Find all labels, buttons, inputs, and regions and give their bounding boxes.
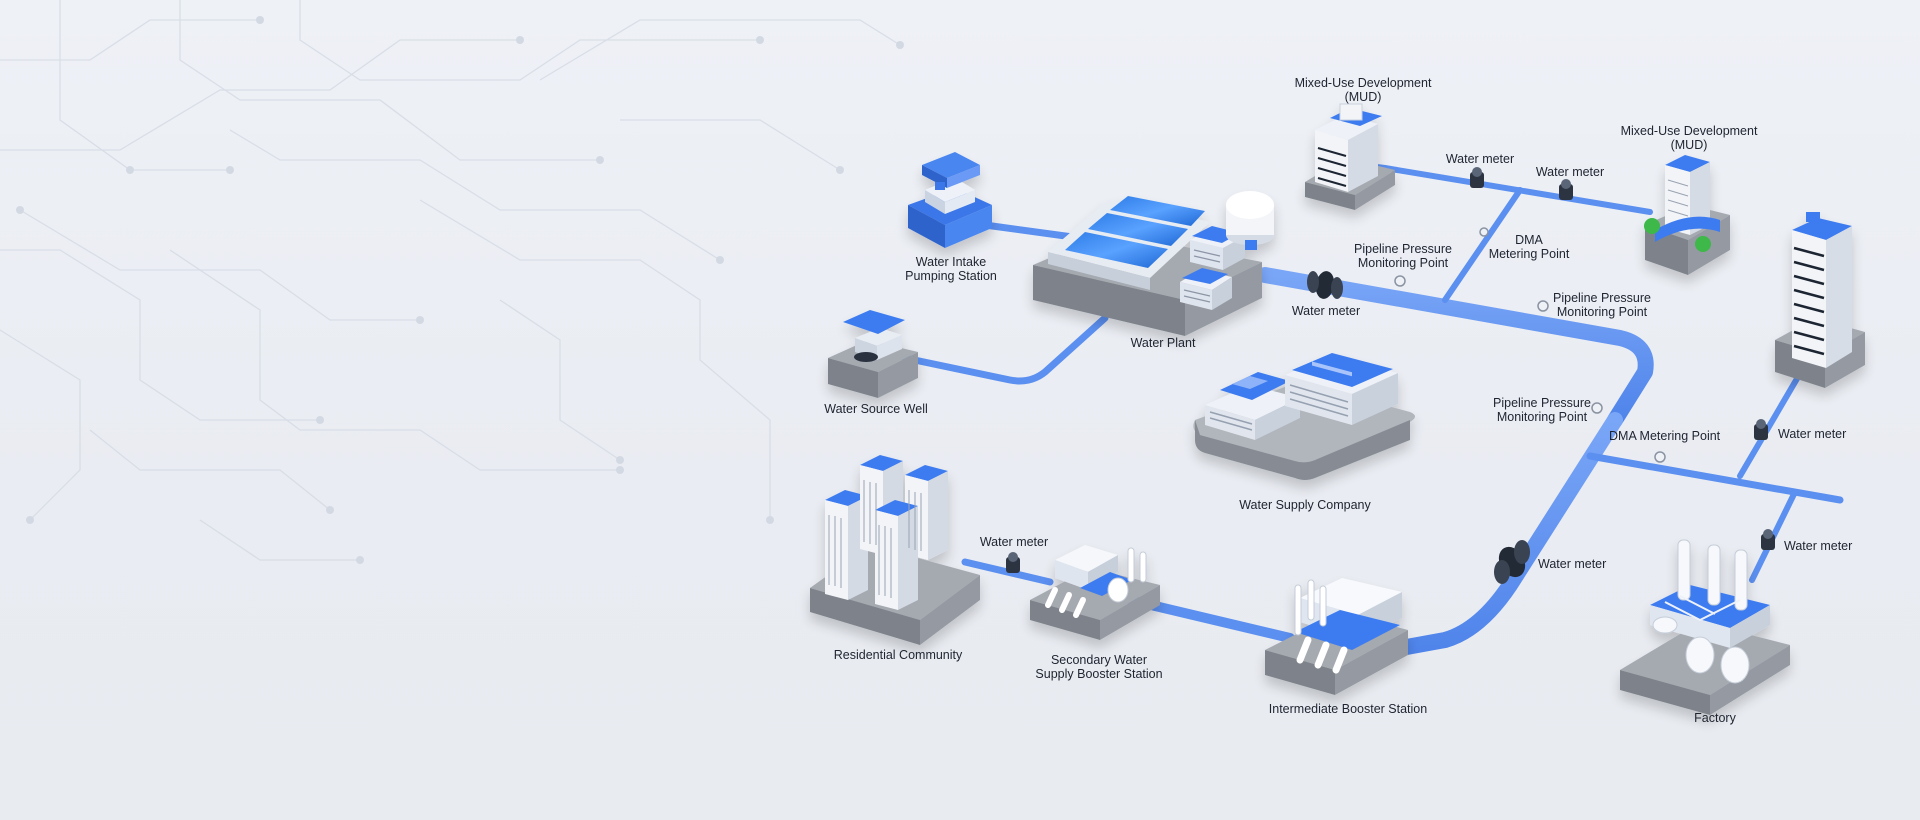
label-mud-1: Mixed-Use Development(MUD) — [1294, 76, 1432, 104]
tree-icon — [1644, 218, 1711, 252]
label-water-meter-4: Water meter — [979, 535, 1049, 549]
label-residential-community: Residential Community — [833, 648, 963, 662]
water-intake-pumping-station — [908, 152, 992, 248]
pipe-right-branch — [1586, 452, 1844, 504]
valve-icon — [1494, 540, 1530, 584]
label-water-source-well: Water Source Well — [824, 402, 928, 416]
pipe-main-trunk — [1257, 267, 1654, 428]
secondary-booster-station — [1030, 545, 1160, 640]
intermediate-booster-station — [1265, 578, 1408, 695]
water-meter-icon — [1006, 167, 1775, 573]
label-factory: Factory — [1694, 711, 1736, 725]
label-water-meter-3: Water meter — [1291, 304, 1361, 318]
label-intermediate-booster: Intermediate Booster Station — [1268, 702, 1428, 716]
pipe-well-plant — [901, 314, 1109, 385]
water-source-well — [828, 310, 918, 398]
label-water-meter-1: Water meter — [1445, 152, 1515, 166]
factory — [1620, 539, 1790, 715]
label-water-meter-7: Water meter — [1784, 539, 1853, 553]
pipe-network — [901, 162, 1844, 658]
pipe-intake-plant — [981, 221, 1084, 242]
office-tower — [1775, 212, 1865, 388]
mixed-use-development-2 — [1644, 155, 1730, 275]
label-water-meter-2: Water meter — [1535, 165, 1605, 179]
label-mud-2: Mixed-Use Development(MUD) — [1620, 124, 1758, 152]
pressure-gauge-icon — [1394, 227, 1666, 463]
circuit-background — [0, 0, 901, 561]
label-water-plant: Water Plant — [1130, 336, 1196, 350]
label-water-meter-5: Water meter — [1538, 557, 1607, 571]
label-water-meter-6: Water meter — [1778, 427, 1847, 441]
circuit-nodes — [16, 16, 904, 564]
label-dma-point-2: DMA Metering Point — [1609, 429, 1721, 443]
pipe-dma-branch — [1442, 187, 1523, 303]
residential-community — [810, 455, 980, 645]
label-water-supply-company: Water Supply Company — [1239, 498, 1371, 512]
pipe-mud-line — [1382, 165, 1653, 215]
pipe-tower-branch — [1737, 362, 1808, 479]
valve-icon — [1307, 271, 1343, 299]
pipe-trunk-down — [1382, 412, 1623, 658]
water-plant — [1033, 191, 1274, 336]
water-supply-company — [1193, 353, 1415, 480]
mixed-use-development-1 — [1305, 103, 1395, 210]
